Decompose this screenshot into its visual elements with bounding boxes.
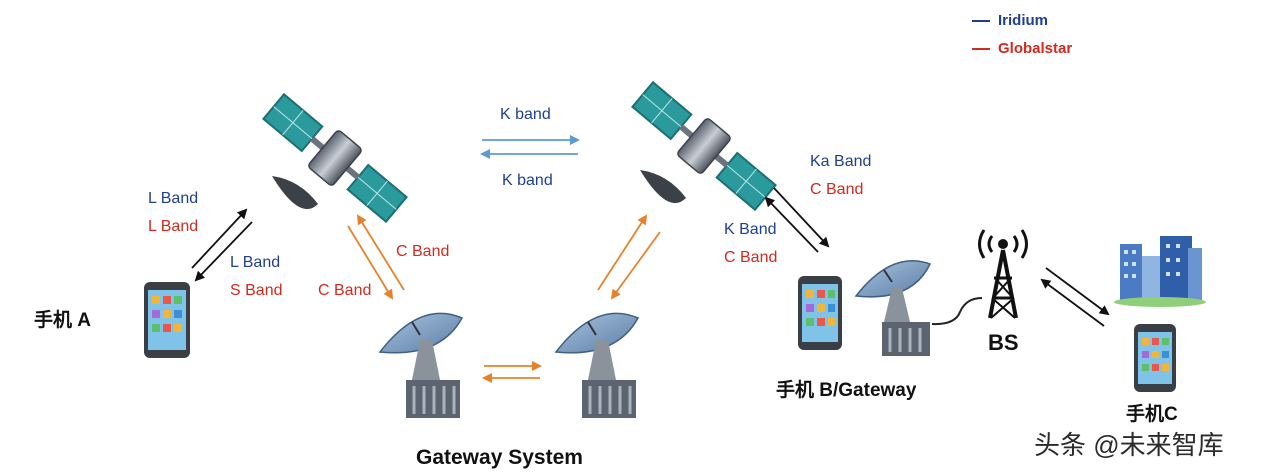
label-isl-bottom: K band <box>502 172 553 189</box>
label-downlink-globalstar: S Band <box>230 282 283 299</box>
label-phone-a-globalstar: L Band <box>148 218 199 235</box>
cable-line <box>931 297 983 326</box>
label-isl-top: K band <box>500 106 551 123</box>
phone-a-icon <box>144 282 190 358</box>
ground-dish-icon-3 <box>854 260 932 356</box>
label-gw-iridium: Ka Band <box>810 153 872 170</box>
satellite-icon-1 <box>262 92 408 224</box>
buildings-icon <box>1114 236 1206 307</box>
label-bs: BS <box>988 330 1019 355</box>
bs-tower-icon <box>978 229 1028 319</box>
arrow-bs-down <box>1045 267 1110 316</box>
phone-b-icon <box>798 276 842 350</box>
legend-globalstar-label: Globalstar <box>998 40 1073 57</box>
arrow-feeder-down-1 <box>347 225 394 300</box>
arrow-gw-down <box>773 187 830 248</box>
label-gw2-globalstar: C Band <box>724 249 778 266</box>
label-gateway-system: Gateway System <box>416 446 583 469</box>
ground-dish-icon-2 <box>554 312 640 418</box>
label-phone-a: 手机 A <box>34 310 92 331</box>
label-phone-a-iridium: L Band <box>148 190 199 207</box>
phone-c-icon <box>1134 324 1176 392</box>
satellite-icon-2 <box>631 80 777 212</box>
arrow-feeder-down-2 <box>610 231 661 300</box>
label-gw2-iridium: K Band <box>724 221 777 238</box>
arrow-phone-a-up <box>191 208 248 269</box>
arrow-feeder-up-1 <box>356 214 405 291</box>
ground-dish-icon-1 <box>378 312 464 418</box>
label-gw-globalstar: C Band <box>810 181 864 198</box>
label-downlink-iridium: L Band <box>230 254 281 271</box>
satellite-dish-icon-1 <box>272 176 318 210</box>
arrow-phone-a-down <box>194 221 253 282</box>
arrow-bs-up <box>1040 278 1105 327</box>
arrow-feeder-up-2 <box>597 214 648 291</box>
legend-iridium-label: Iridium <box>998 12 1049 29</box>
arrow-gw-up <box>764 196 819 253</box>
watermark: 头条 @未来智库 <box>1034 430 1224 460</box>
label-feeder-up: C Band <box>396 243 450 260</box>
label-feeder-down: C Band <box>318 282 372 299</box>
label-phone-c: 手机C <box>1126 404 1178 425</box>
label-phone-b: 手机 B/Gateway <box>776 380 917 401</box>
satellite-dish-icon-2 <box>640 170 686 204</box>
